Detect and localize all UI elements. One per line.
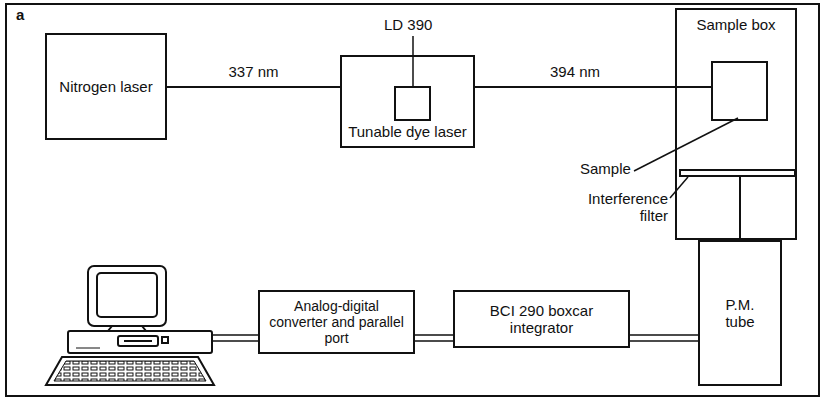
laser-beam (475, 86, 675, 88)
laser-box: Nitrogen laser (45, 33, 167, 140)
laser-beam (675, 86, 712, 88)
box-text: Tunable dye laser (348, 123, 467, 140)
cable (212, 340, 258, 342)
detector-box: P.M. tube (698, 240, 782, 386)
instrument-box: Analog-digital converter and parallel po… (258, 290, 415, 354)
laser-beam (167, 86, 340, 88)
wavelength-label: 337 nm (226, 63, 280, 80)
box-text: Sample box (696, 16, 775, 33)
box-text: BCI 290 boxcar integrator (487, 302, 597, 337)
sample-cuvette (712, 62, 767, 120)
leader-line (670, 177, 688, 198)
divider-line (739, 177, 741, 240)
laser-box: Tunable dye laser (340, 55, 475, 148)
frame (6, 4, 819, 396)
cable (212, 334, 258, 336)
leader-line (412, 36, 414, 87)
box-text: P.M. tube (716, 296, 764, 331)
sample-box: Sample box (675, 8, 797, 240)
box-text: Analog-digital converter and parallel po… (265, 298, 408, 346)
dye-cell (395, 87, 430, 120)
interference-filter (680, 170, 795, 176)
part-label: LD 390 (384, 16, 432, 33)
signal-cable (415, 335, 453, 341)
leader-line (634, 118, 738, 171)
wavelength-label: 394 nm (548, 63, 602, 80)
part-label: Sample (580, 160, 631, 177)
panel-letter: a (16, 6, 24, 23)
instrument-box: BCI 290 boxcar integrator (453, 290, 630, 348)
signal-cable (630, 335, 698, 341)
part-label: Interference filter (568, 190, 668, 225)
box-text: Nitrogen laser (59, 78, 152, 95)
computer-illustration (46, 266, 214, 385)
